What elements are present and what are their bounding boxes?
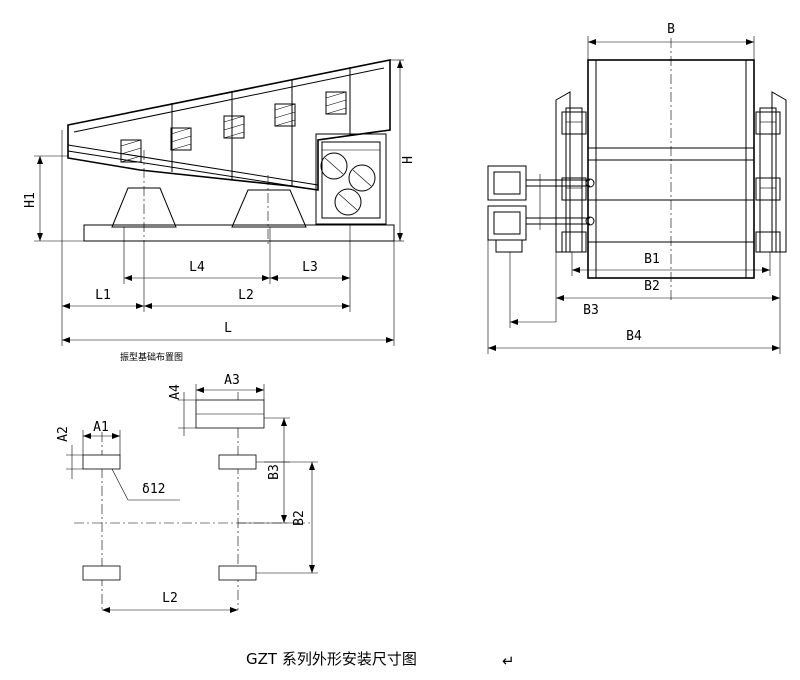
foundation-plan-title: 振型基础布置图 <box>120 351 183 363</box>
pad-rear-right <box>218 565 257 581</box>
right-support <box>231 189 307 228</box>
caption: GZT 系列外形安装尺寸图 ↵ <box>246 650 515 670</box>
label-B2: B2 <box>644 279 660 294</box>
label-A3: A3 <box>224 373 240 388</box>
side-view: H H1 L4 L3 L1 L2 L <box>23 59 416 346</box>
end-view: B B1 B2 B3 B4 <box>487 22 787 354</box>
caption-text: GZT 系列外形安装尺寸图 <box>246 650 417 668</box>
pad-front-left <box>82 454 121 470</box>
label-A1: A1 <box>93 420 109 435</box>
foundation-plan: 振型基础布置图 A3 A4 A1 A2 <box>56 351 318 613</box>
label-L2-plan: L2 <box>162 591 178 606</box>
base-plate <box>83 224 395 242</box>
exciter-housing <box>315 133 387 225</box>
label-L1: L1 <box>95 288 111 303</box>
label-H: H <box>401 156 416 164</box>
drive-motors <box>487 165 595 253</box>
label-L4: L4 <box>189 260 205 275</box>
screen-top-inner <box>73 67 385 133</box>
label-delta12: δ12 <box>142 482 165 497</box>
cross-beams <box>120 91 347 163</box>
label-B3-plan: B3 <box>267 464 282 480</box>
left-support <box>111 187 177 228</box>
label-L3: L3 <box>302 260 318 275</box>
pad-rear-left <box>82 565 121 581</box>
label-H1: H1 <box>23 192 38 208</box>
paragraph-mark-icon: ↵ <box>502 652 515 670</box>
pad-front-right <box>218 454 257 470</box>
label-A2: A2 <box>56 426 71 442</box>
screen-deck-lower <box>67 150 319 191</box>
label-B4: B4 <box>626 329 642 344</box>
label-B: B <box>667 22 675 37</box>
label-B3: B3 <box>583 303 599 318</box>
label-L2: L2 <box>238 288 254 303</box>
label-B1: B1 <box>644 252 660 267</box>
label-A4: A4 <box>168 384 183 400</box>
screen-deck <box>67 144 319 186</box>
label-L: L <box>224 321 232 336</box>
label-B2-plan: B2 <box>292 510 307 526</box>
